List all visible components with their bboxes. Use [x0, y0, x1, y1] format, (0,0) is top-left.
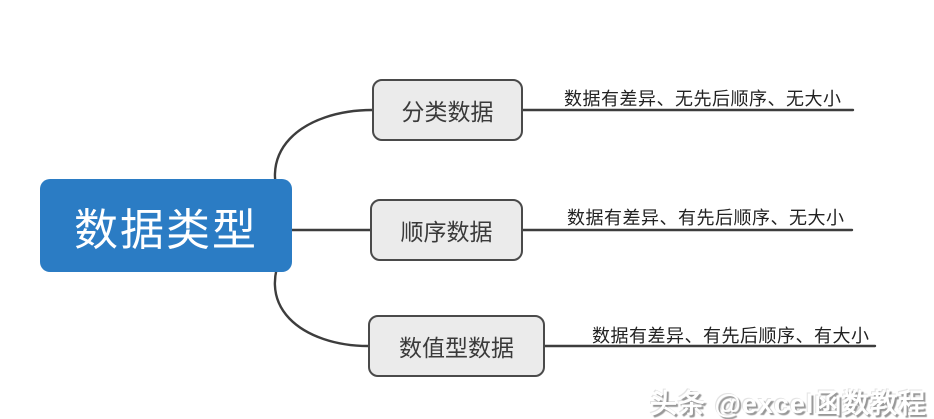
watermark-text: 头条 @excel函数教程: [650, 389, 927, 419]
root-topic-data-types[interactable]: 数据类型: [40, 179, 292, 272]
root-topic-label: 数据类型: [74, 205, 258, 255]
branch-topic-ordinal[interactable]: 顺序数据: [370, 199, 523, 261]
branch-topic-label: 顺序数据: [400, 219, 493, 245]
subtopic-desc-ordinal[interactable]: 数据有差异、有先后顺序、无大小: [567, 208, 845, 228]
branch-topic-numerical[interactable]: 数值型数据: [368, 315, 545, 377]
branch-topic-label: 分类数据: [401, 99, 494, 125]
branch-topic-categorical[interactable]: 分类数据: [372, 79, 523, 141]
subtopic-desc-numerical[interactable]: 数据有差异、有先后顺序、有大小: [592, 326, 870, 346]
subtopic-desc-categorical[interactable]: 数据有差异、无先后顺序、无大小: [564, 89, 842, 109]
branch-topic-label: 数值型数据: [399, 335, 514, 361]
